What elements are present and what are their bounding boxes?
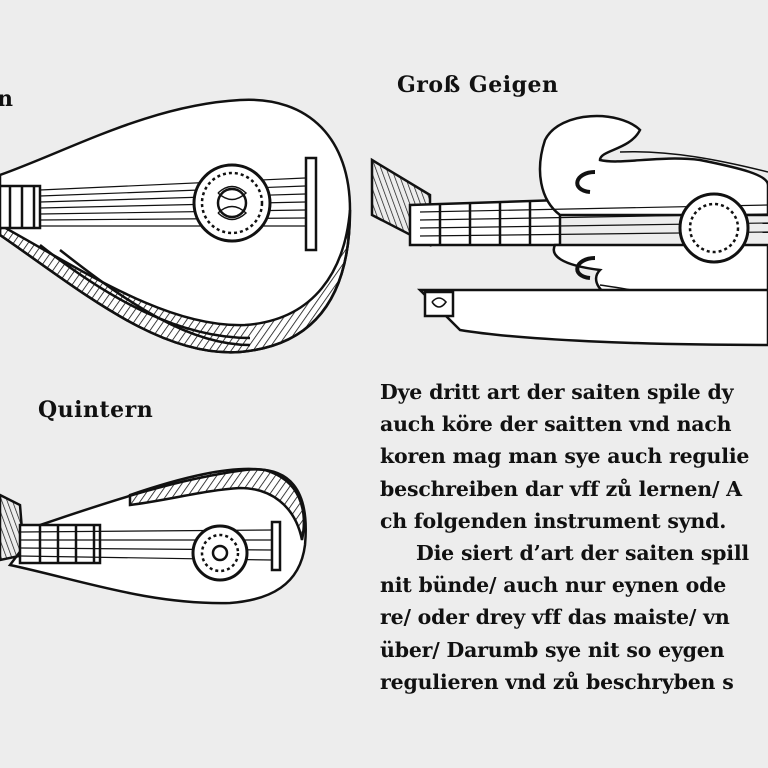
gittern-woodcut-icon	[0, 467, 307, 605]
text-line-6: Die siert d’art der saiten spill	[416, 541, 750, 566]
body-text: Dye dritt art der saiten spile dy auch k…	[380, 376, 768, 706]
lute-label: n	[0, 86, 14, 112]
text-line-1: Dye dritt art der saiten spile dy	[380, 380, 734, 404]
gross-geigen-label: Groß Geigen	[397, 72, 559, 98]
text-line-4: beschreiben dar vff zů lernen/ A	[380, 476, 742, 501]
text-line-8: re/ oder drey vff das maiste/ vn	[380, 605, 730, 630]
viol-woodcut-icon	[370, 114, 768, 347]
text-line-3: koren mag man sye auch regulie	[380, 444, 750, 469]
lute-woodcut-icon	[0, 98, 352, 354]
text-line-9: über/ Darumb sye nit so eygen	[380, 637, 725, 662]
quintern-label: Quintern	[38, 397, 154, 423]
text-line-7: nit bünde/ auch nur eynen ode	[380, 573, 727, 598]
text-line-5: ch folgenden instrument synd.	[380, 508, 727, 533]
text-line-2: auch köre der saitten vnd nach	[380, 412, 732, 437]
text-line-10: regulieren vnd zů beschryben s	[380, 669, 734, 694]
